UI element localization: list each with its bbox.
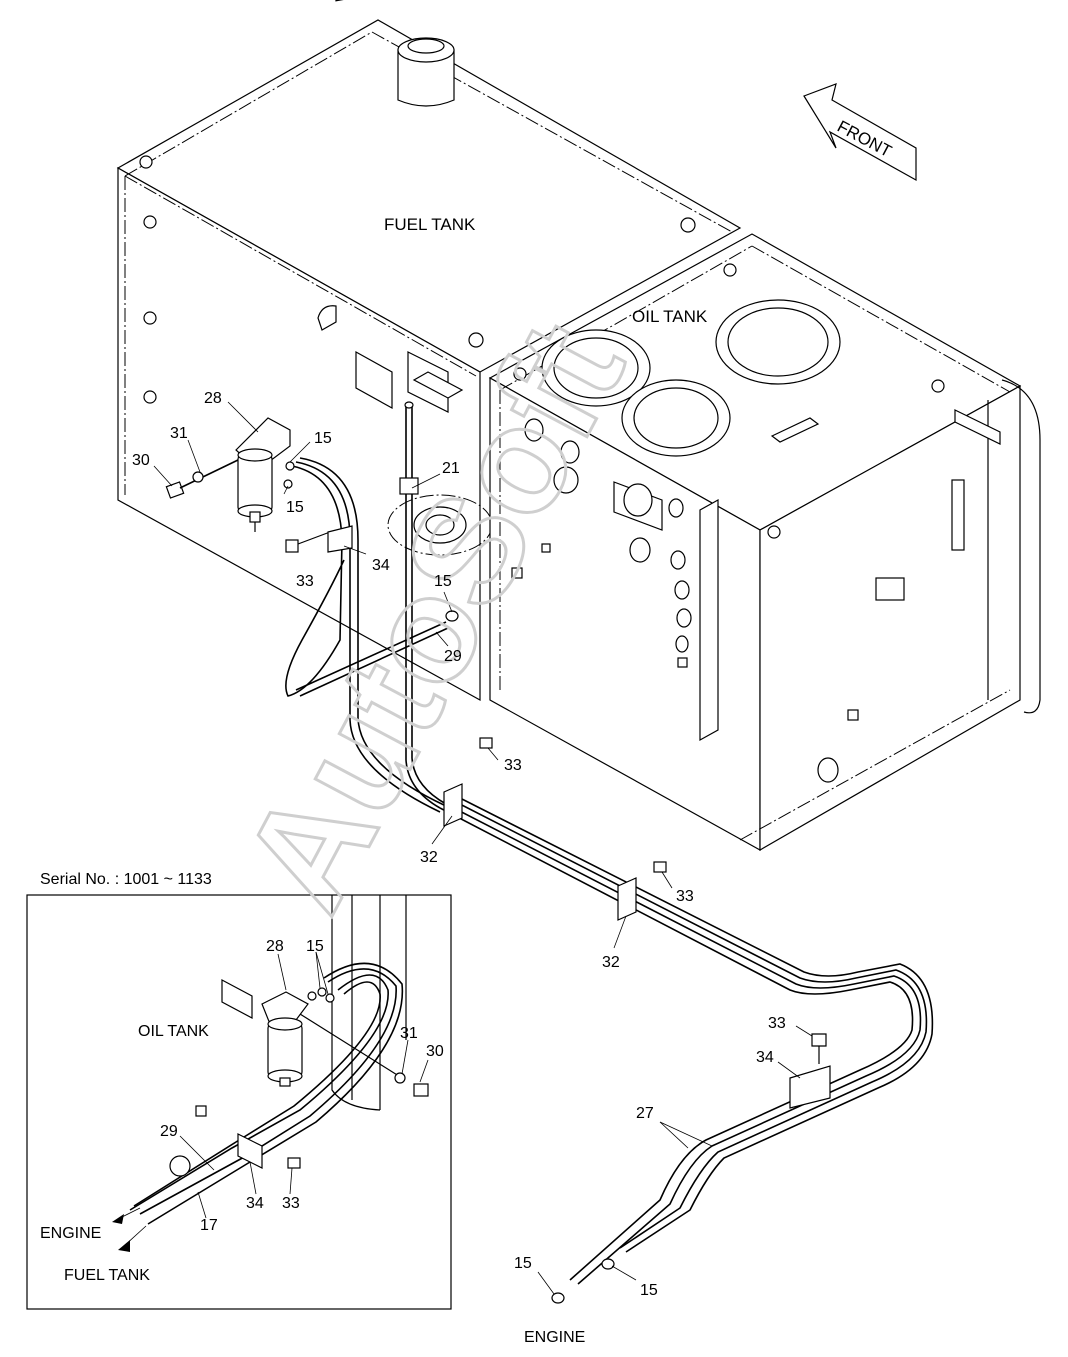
inset-callout-17: 17 [200,1217,218,1234]
oil-tank [488,233,1041,852]
callout-32-a: 32 [420,849,438,866]
inset-callout-29: 29 [160,1123,178,1140]
callout-33-a: 33 [296,573,314,590]
callout-15-a: 15 [314,430,332,447]
inset-oil-tank-label: OIL TANK [138,1023,209,1040]
callout-21: 21 [442,460,460,477]
oil-tank-label: OIL TANK [632,307,708,326]
callout-15-c: 15 [434,573,452,590]
leader-lines [153,401,813,1295]
callout-15-b: 15 [286,499,304,516]
callout-30: 30 [132,452,150,469]
callout-27: 27 [636,1105,654,1122]
callout-29: 29 [444,648,462,665]
callout-32-b: 32 [602,954,620,971]
callout-34-b: 34 [756,1049,774,1066]
inset-callout-30: 30 [426,1043,444,1060]
callout-33-d: 33 [768,1015,786,1032]
inset-callout-34: 34 [246,1195,264,1212]
callout-33-b: 33 [504,757,522,774]
callout-33-c: 33 [676,888,694,905]
callout-34-a: 34 [372,557,390,574]
inset-fuel-tank-label: FUEL TANK [64,1267,150,1284]
engine-label: ENGINE [524,1329,585,1346]
pipes [283,401,934,1304]
inset-callout-15: 15 [306,938,324,955]
inset-detail [26,894,452,1310]
fuel-tank-label: FUEL TANK [384,215,476,234]
inset-callout-31: 31 [400,1025,418,1042]
fuel-tank [116,0,742,702]
inset-callout-33: 33 [282,1195,300,1212]
inset-engine-label: ENGINE [40,1225,101,1242]
callout-15-d: 15 [514,1255,532,1272]
callout-31: 31 [170,425,188,442]
callout-28: 28 [204,390,222,407]
inset-callout-28: 28 [266,938,284,955]
front-arrow: FRONT [803,83,917,182]
serial-number-label: Serial No. : 1001 ~ 1133 [40,871,212,888]
callout-15-e: 15 [640,1282,658,1299]
filter-assembly [165,417,331,553]
